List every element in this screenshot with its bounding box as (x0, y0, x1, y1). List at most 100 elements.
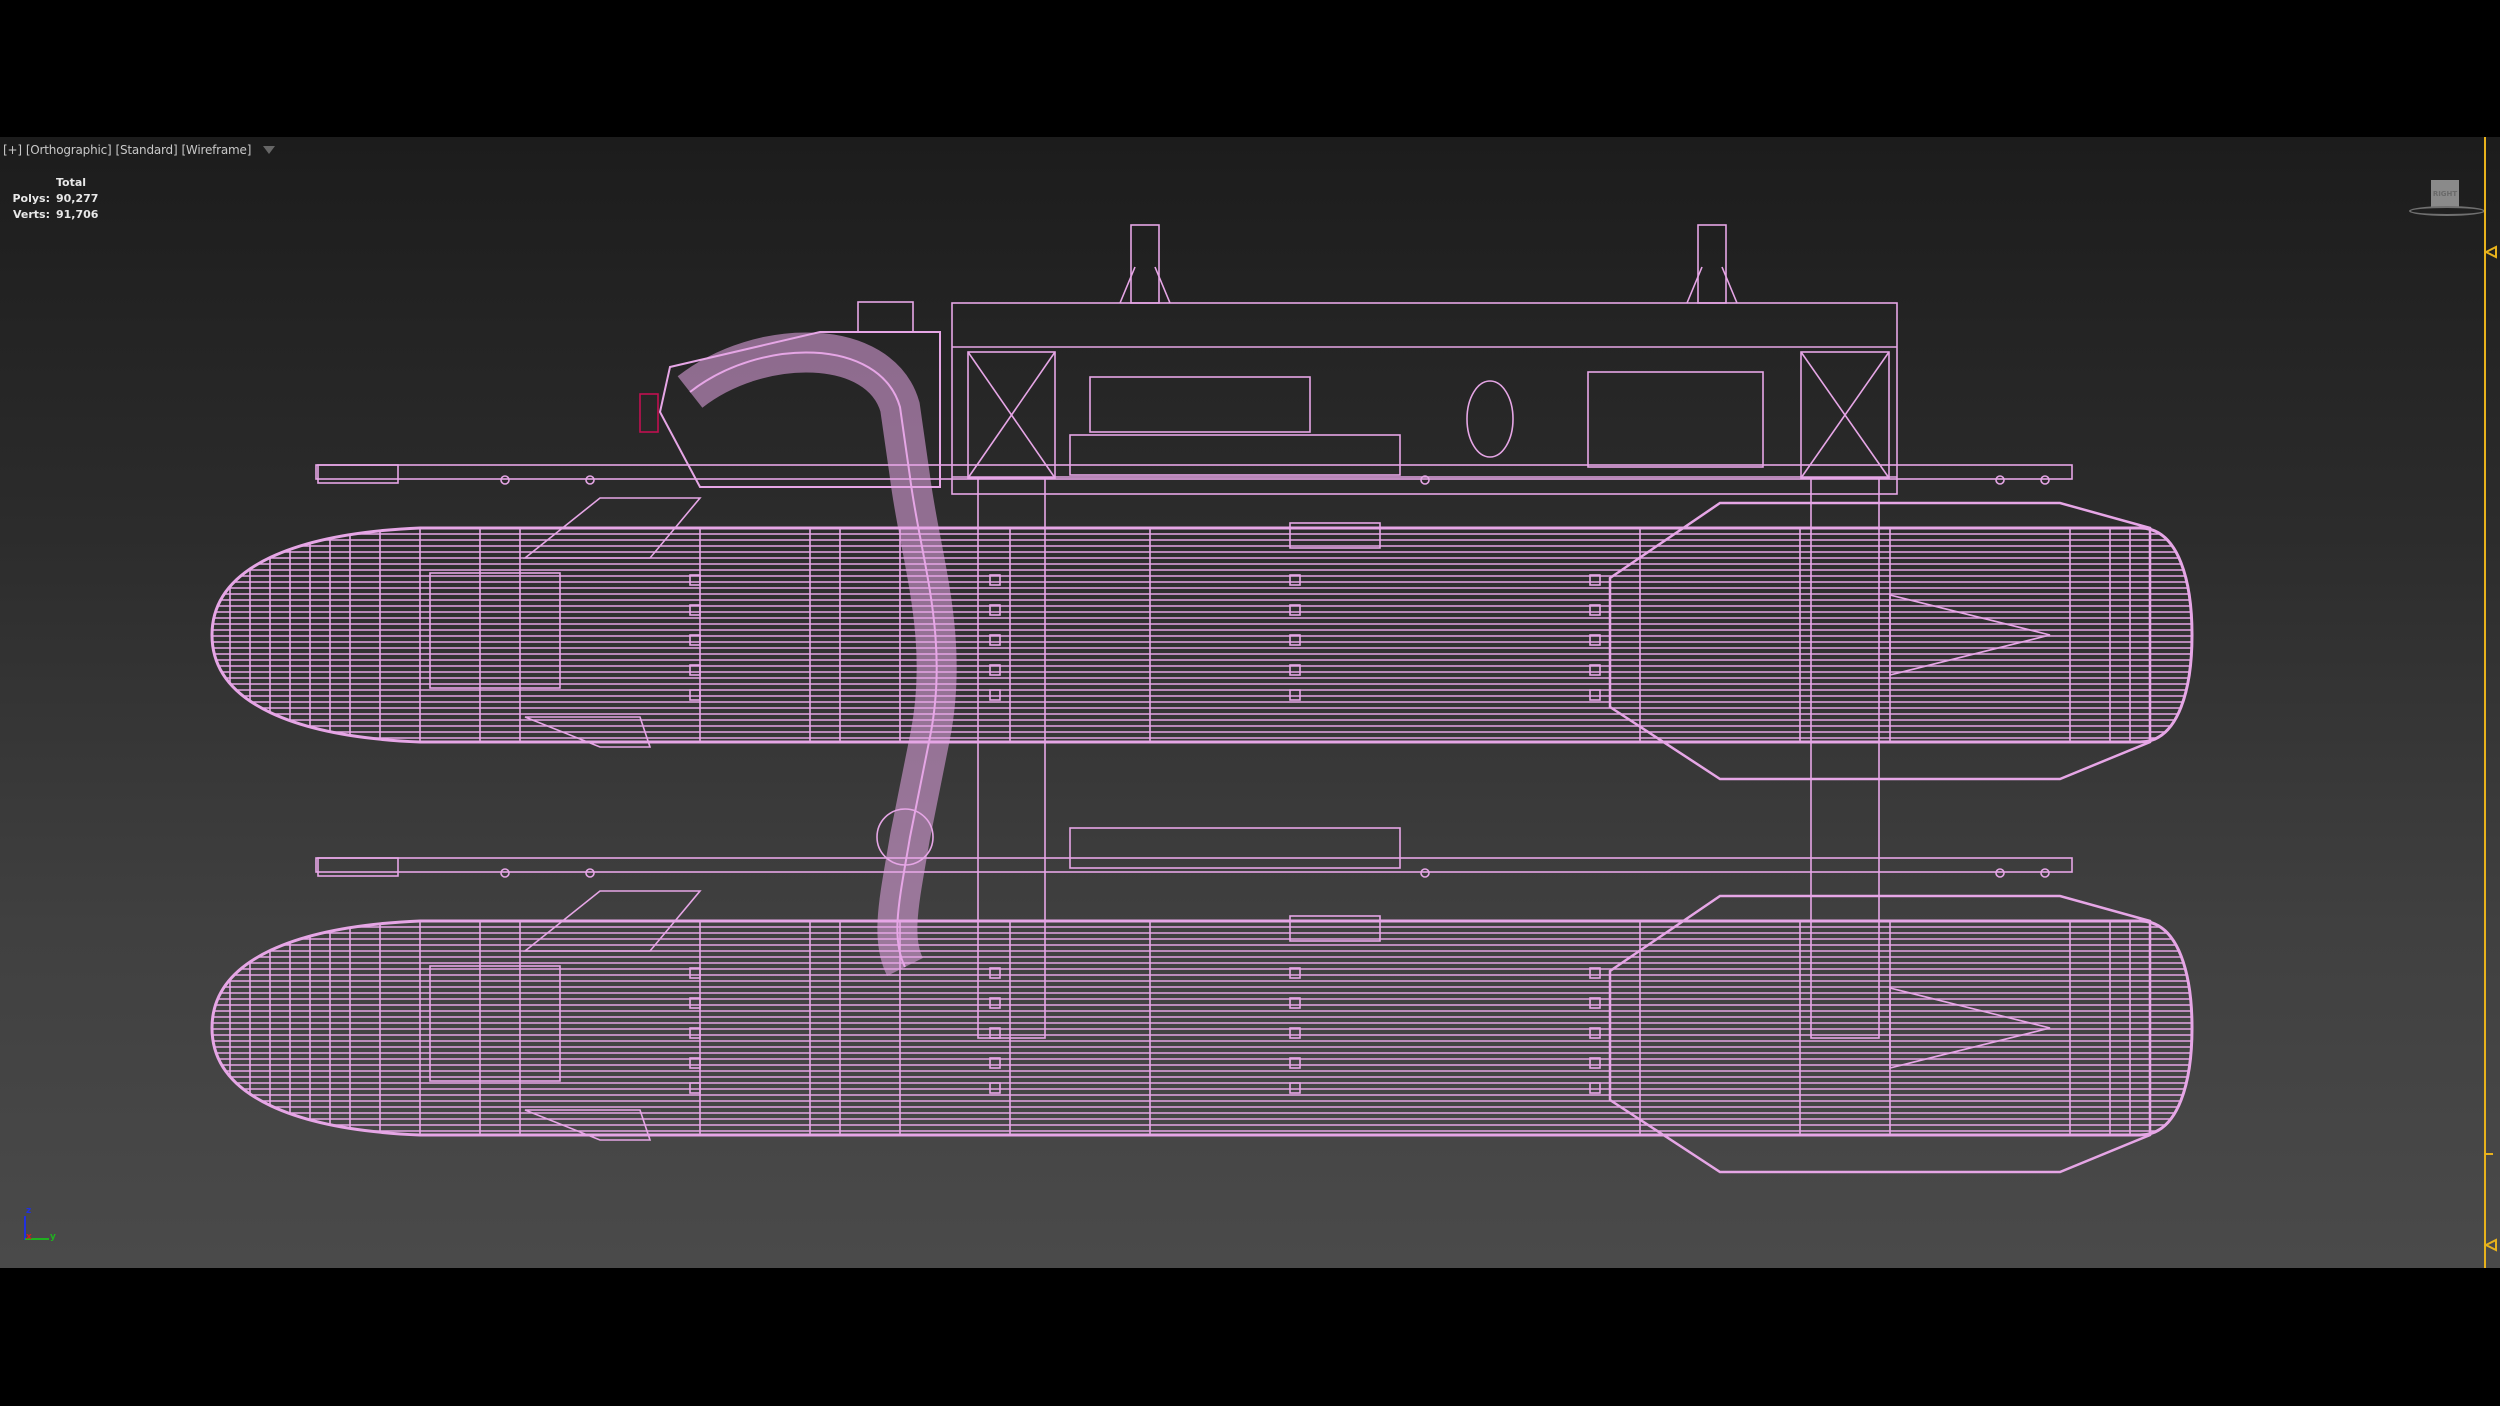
viewport-menu-shading-standard[interactable]: [Standard] (115, 143, 178, 157)
rivet (1289, 689, 1301, 701)
wire-edge (1800, 351, 1890, 479)
rivet (689, 1027, 701, 1039)
rivet (1289, 634, 1301, 646)
bracket (1069, 434, 1401, 476)
hose-end (876, 808, 934, 866)
bolt (585, 475, 595, 485)
rivet (1589, 634, 1601, 646)
panel (1587, 371, 1764, 468)
rear-fairing (1608, 894, 2152, 1174)
post (1130, 224, 1160, 304)
rivet (1289, 574, 1301, 586)
rivet (989, 689, 1001, 701)
viewport-menu-display-mode[interactable]: [Wireframe] (181, 143, 252, 157)
rivet (689, 1057, 701, 1069)
rear-fairing (1608, 501, 2152, 781)
wireframe-model[interactable] (0, 137, 2500, 1268)
rivet (1289, 997, 1301, 1009)
strut (1810, 477, 1880, 1039)
rivet (689, 664, 701, 676)
viewport-menu-plus[interactable]: [+] (3, 143, 22, 157)
statistics-overlay: Total Polys:90,277 Verts:91,706 (12, 175, 98, 223)
timeline-track-marker[interactable] (2483, 137, 2497, 1268)
key-marker-icon (2483, 245, 2497, 259)
rivet (989, 967, 1001, 979)
bolt (1420, 868, 1430, 878)
emblem (1466, 380, 1514, 458)
rivet (1589, 997, 1601, 1009)
strut (977, 477, 1046, 1039)
rivet (1289, 664, 1301, 676)
viewport-label-menu: [+] [Orthographic] [Standard] [Wireframe… (3, 143, 276, 157)
hatch-panel (429, 965, 561, 1082)
bracket (1069, 827, 1401, 869)
pod-outline (210, 526, 2194, 744)
rail (315, 857, 2073, 873)
rivet (689, 689, 701, 701)
rivet (689, 604, 701, 616)
viewcube-face-right[interactable]: RIGHT (2431, 180, 2459, 208)
rivet (989, 1057, 1001, 1069)
rivet (1289, 604, 1301, 616)
top-box (951, 302, 1898, 495)
tail-cone (1889, 986, 2051, 1070)
front-fin (524, 716, 652, 748)
rail-end (317, 464, 399, 484)
rivet (689, 574, 701, 586)
rivet (1589, 689, 1601, 701)
axis-x-label: x (26, 1232, 32, 1242)
panel (1089, 376, 1311, 433)
viewport-menu-view[interactable]: [Orthographic] (25, 143, 112, 157)
front-fin (522, 890, 702, 952)
hatch-panel (429, 572, 561, 689)
vent (1289, 522, 1381, 549)
rivet (1589, 664, 1601, 676)
stats-header: Total (56, 176, 87, 189)
intake-housing (658, 331, 941, 488)
rivet (1289, 967, 1301, 979)
rivet (989, 604, 1001, 616)
pod-body (212, 528, 2192, 742)
key-marker-icon (2483, 1238, 2497, 1252)
bolt (585, 868, 595, 878)
rivet (689, 1082, 701, 1094)
rivet (989, 664, 1001, 676)
viewport-orthographic[interactable]: [+] [Orthographic] [Standard] [Wireframe… (0, 137, 2500, 1268)
viewcube-compass-ring[interactable] (2409, 206, 2485, 216)
bolt (1995, 868, 2005, 878)
bolt (2040, 475, 2050, 485)
cap (857, 301, 914, 333)
rivet (989, 634, 1001, 646)
hose-centerline (689, 351, 938, 968)
rivet (989, 574, 1001, 586)
post (1697, 224, 1727, 304)
rail (315, 464, 2073, 480)
stats-polys-label: Polys: (12, 192, 50, 205)
rivet (1589, 967, 1601, 979)
rivet (1289, 1082, 1301, 1094)
rivet (1289, 1027, 1301, 1039)
stats-verts-value: 91,706 (56, 208, 99, 221)
rivet (1589, 1057, 1601, 1069)
axis-tripod-icon: z x y (18, 1206, 68, 1248)
wireframe-group (210, 224, 2194, 1174)
vent (1289, 915, 1381, 942)
rivet (1589, 604, 1601, 616)
wire-edge (967, 351, 1056, 479)
rivet (989, 997, 1001, 1009)
wire-edge (1119, 266, 1136, 304)
axis-y-label: y (50, 1232, 56, 1242)
front-fin (524, 1109, 652, 1141)
front-fin (522, 497, 702, 559)
rivet (1589, 574, 1601, 586)
bolt (500, 868, 510, 878)
wire-edge (1686, 266, 1703, 304)
wire-edge (1721, 266, 1738, 304)
rivet (689, 634, 701, 646)
wire-edge (1154, 266, 1171, 304)
filter-icon[interactable] (263, 146, 276, 154)
bolt (2040, 868, 2050, 878)
rivet (1589, 1082, 1601, 1094)
rivet (1289, 1057, 1301, 1069)
pod-outline (210, 919, 2194, 1137)
